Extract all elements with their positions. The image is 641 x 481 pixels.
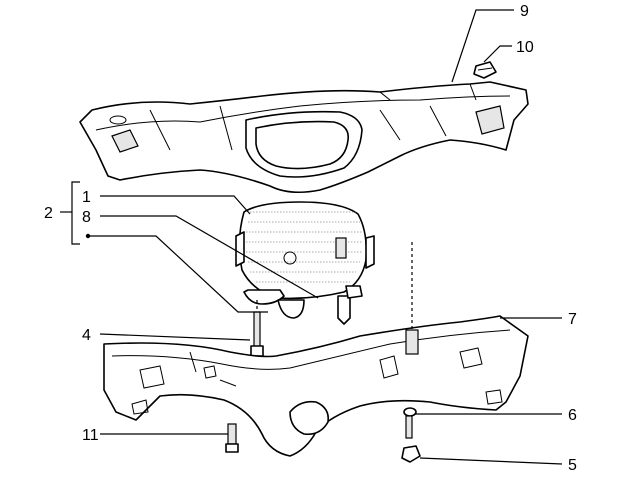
callout-11: 11 xyxy=(82,427,99,444)
upper-handlebar-cover xyxy=(79,81,529,194)
clip-part xyxy=(473,61,497,79)
leader-5 xyxy=(419,457,563,465)
callout-10: 10 xyxy=(516,39,534,56)
leader-8 xyxy=(100,215,319,299)
callout-1: 1 xyxy=(82,189,91,206)
leader-9 xyxy=(451,9,514,83)
bullet-dot xyxy=(85,233,91,239)
lower-handlebar-cover xyxy=(103,315,529,457)
callout-9: 9 xyxy=(520,3,529,20)
screw-4 xyxy=(250,311,264,357)
leader-4 xyxy=(99,333,251,341)
leader-lines xyxy=(90,9,563,465)
instrument-cluster xyxy=(235,201,375,325)
screw-11 xyxy=(225,423,239,453)
washer-6 xyxy=(403,407,417,439)
callout-7: 7 xyxy=(568,311,577,328)
group-bracket-2 xyxy=(60,181,91,245)
callout-labels: 9 10 2 1 8 4 7 6 11 5 xyxy=(44,3,577,474)
callout-5: 5 xyxy=(568,457,577,474)
leader-dot xyxy=(90,235,268,313)
callout-2: 2 xyxy=(44,205,53,222)
nut-5 xyxy=(401,445,421,463)
callout-4: 4 xyxy=(82,327,91,344)
callout-8: 8 xyxy=(82,209,91,226)
leader-10 xyxy=(483,45,512,63)
callout-6: 6 xyxy=(568,407,577,424)
leader-1 xyxy=(100,195,251,215)
